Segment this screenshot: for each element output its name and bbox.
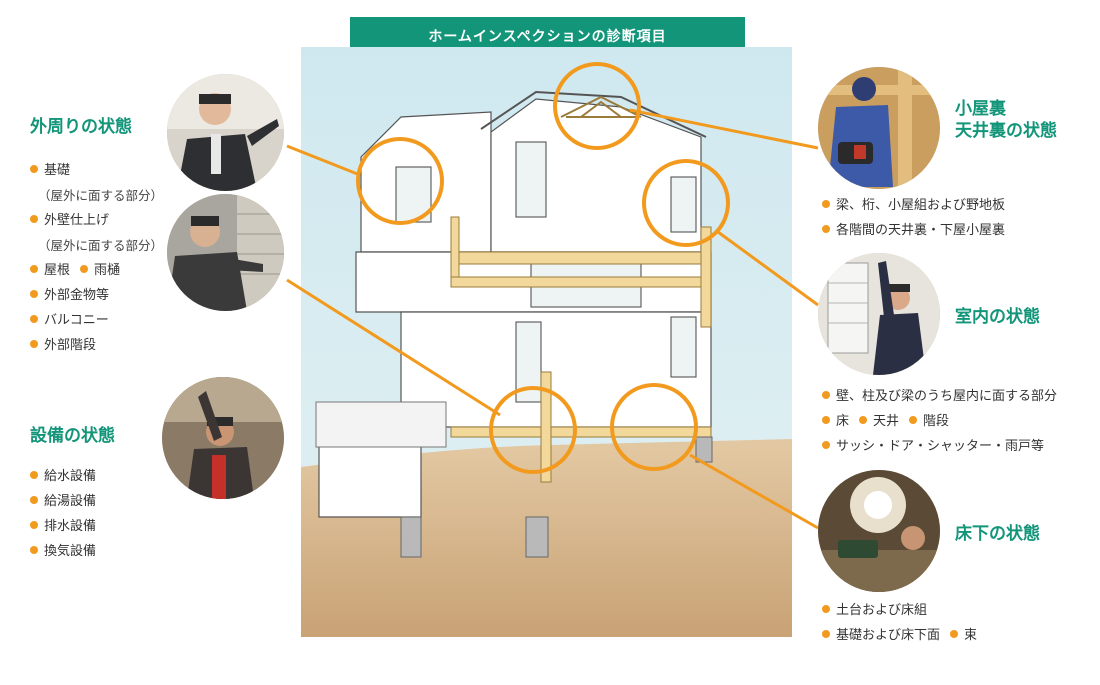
attic-heading: 小屋裏 天井裏の状態: [955, 98, 1057, 142]
list-item: サッシ・ドア・シャッター・雨戸等: [822, 434, 1057, 459]
inspector-interior-photo: [818, 253, 940, 375]
list-item: 基礎および床下面束: [822, 623, 977, 648]
list-item: 外部金物等: [30, 283, 163, 308]
bullet-icon: [822, 441, 830, 449]
list-item: 屋根雨樋: [30, 258, 163, 283]
exterior-item-list: 基礎 （屋外に面する部分） 外壁仕上げ （屋外に面する部分） 屋根雨樋 外部金物…: [30, 158, 163, 358]
list-item: 外壁仕上げ: [30, 208, 163, 233]
inspector-equipment-photo: [162, 377, 284, 499]
bullet-icon: [30, 265, 38, 273]
list-item: バルコニー: [30, 308, 163, 333]
bullet-icon: [909, 416, 918, 424]
house-illustration: [301, 47, 792, 637]
interior-item-list: 壁、柱及び梁のうち屋内に面する部分 床天井階段 サッシ・ドア・シャッター・雨戸等: [822, 384, 1057, 459]
bullet-icon: [30, 315, 38, 323]
list-item: 排水設備: [30, 514, 96, 539]
bullet-icon: [30, 290, 38, 298]
list-item: 給湯設備: [30, 489, 96, 514]
equipment-heading: 設備の状態: [30, 426, 115, 446]
list-item: 基礎: [30, 158, 163, 183]
bullet-icon: [859, 416, 868, 424]
bullet-icon: [30, 496, 38, 504]
attic-heading-line-1: 小屋裏: [955, 99, 1006, 119]
bullet-icon: [822, 630, 830, 638]
inspector-underfloor-photo: [818, 470, 940, 592]
underfloor-heading: 床下の状態: [955, 524, 1040, 544]
list-item: 各階間の天井裏・下屋小屋裏: [822, 218, 1005, 243]
list-item: 換気設備: [30, 539, 96, 564]
bullet-icon: [822, 200, 830, 208]
bullet-icon: [80, 265, 89, 273]
bullet-icon: [30, 521, 38, 529]
inspector-wall-photo: [167, 194, 284, 311]
bullet-icon: [30, 165, 38, 173]
bullet-icon: [822, 605, 830, 613]
underfloor-item-list: 土台および床組 基礎および床下面束: [822, 598, 977, 648]
bullet-icon: [822, 225, 830, 233]
inspector-exterior-photo: [167, 74, 284, 191]
bullet-icon: [30, 546, 38, 554]
list-item-note: （屋外に面する部分）: [38, 238, 164, 253]
bullet-icon: [822, 391, 830, 399]
interior-heading: 室内の状態: [955, 307, 1040, 327]
attic-heading-line-2: 天井裏の状態: [955, 121, 1057, 142]
attic-item-list: 梁、桁、小屋組および野地板 各階間の天井裏・下屋小屋裏: [822, 193, 1005, 243]
list-item: 外部階段: [30, 333, 163, 358]
list-item: 床天井階段: [822, 409, 1057, 434]
bullet-icon: [950, 630, 959, 638]
inspector-attic-photo: [818, 67, 940, 189]
exterior-heading: 外周りの状態: [30, 117, 132, 137]
bullet-icon: [30, 471, 38, 479]
list-item: 壁、柱及び梁のうち屋内に面する部分: [822, 384, 1057, 409]
bullet-icon: [30, 340, 38, 348]
house-cutaway-drawing: [301, 47, 792, 637]
equipment-item-list: 給水設備 給湯設備 排水設備 換気設備: [30, 464, 96, 564]
bullet-icon: [822, 416, 830, 424]
list-item-note: （屋外に面する部分）: [38, 188, 164, 203]
list-item: 給水設備: [30, 464, 96, 489]
list-item: 土台および床組: [822, 598, 977, 623]
list-item: 梁、桁、小屋組および野地板: [822, 193, 1005, 218]
bullet-icon: [30, 215, 38, 223]
